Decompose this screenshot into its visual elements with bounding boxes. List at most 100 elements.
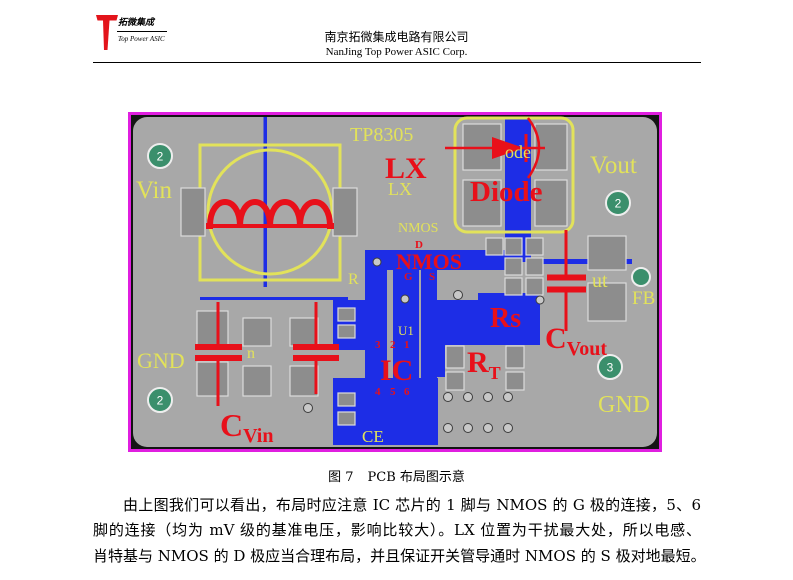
copper-rt-link — [437, 345, 445, 377]
cvin-pad — [242, 365, 272, 397]
fb-pad — [631, 267, 651, 287]
ce-silk-label: CE — [362, 427, 384, 446]
via — [503, 423, 513, 433]
cvout-annotation-sub: Vout — [567, 338, 608, 360]
test-pad — [147, 143, 173, 169]
smd-pad — [525, 237, 544, 256]
via — [372, 257, 382, 267]
ic-pin-number: 2 — [390, 339, 396, 351]
diode-annotation: Diode — [470, 176, 543, 208]
vin-silk-label: Vin — [136, 177, 172, 204]
via — [303, 403, 313, 413]
nmos-silk-label: NMOS — [398, 221, 438, 236]
logo-english-name: Top Power ASIC — [118, 35, 165, 43]
via — [483, 423, 493, 433]
nmos-source-label: S — [429, 271, 435, 283]
via — [463, 392, 473, 402]
logo-divider — [117, 31, 167, 32]
test-pad-number: 2 — [157, 150, 164, 164]
via — [503, 392, 513, 402]
figure-title: PCB 布局图示意 — [367, 470, 465, 485]
logo-t-bar — [96, 15, 118, 21]
cvout-pad — [587, 235, 627, 271]
ic-pin-number: 3 — [375, 339, 381, 351]
cvout-annotation-main: C — [545, 322, 567, 355]
test-pads: 2 2 2 3 — [147, 143, 651, 413]
vout-silk-label: Vout — [590, 152, 637, 179]
r-silk-label: R — [348, 271, 359, 288]
via — [443, 423, 453, 433]
cvin-pad — [242, 317, 272, 347]
smd-pad — [504, 277, 523, 296]
ic-annotation: IC — [380, 354, 413, 387]
diode-silk-label: ode — [505, 142, 531, 162]
pcb-layout-figure: 2 2 2 3 TP8305 LX ode Vou — [128, 112, 662, 452]
via — [535, 295, 545, 305]
diode-pad — [534, 179, 568, 227]
diode-pad — [462, 179, 502, 227]
annotation-symbols — [195, 117, 586, 406]
copper-ic-right-block — [437, 300, 482, 345]
company-logo-mark — [96, 15, 118, 50]
ic-pin-number: 6 — [404, 386, 410, 398]
logo-t-stem — [103, 20, 110, 50]
logo-chinese-name: 拓微集成 — [118, 18, 155, 28]
figure-number: 图 7 — [328, 470, 354, 485]
via — [443, 392, 453, 402]
lx-annotation: LX — [385, 152, 427, 185]
rt-annotation-sub: T — [489, 363, 501, 383]
smd-pad — [504, 237, 523, 256]
via — [483, 392, 493, 402]
cvout-annotation: CVout — [545, 322, 607, 360]
fb-silk-label: FB — [632, 288, 655, 309]
gnd-left-silk-label: GND — [137, 348, 185, 373]
cvin-annotation-main: C — [220, 407, 243, 443]
cvin-pad — [289, 317, 319, 347]
cvin-annotation: CVin — [220, 407, 274, 447]
nmos-drain-label: D — [415, 239, 423, 251]
via — [400, 294, 410, 304]
test-pad-number: 3 — [607, 361, 614, 375]
smd-pad — [337, 307, 356, 322]
cvin-pad — [196, 310, 229, 346]
test-pad-number: 2 — [157, 394, 164, 408]
trace-nmos-band — [368, 250, 508, 270]
out-silk-label: ut — [592, 270, 608, 292]
cvin-symbol-plates — [293, 344, 339, 361]
rt-annotation-main: R — [467, 346, 489, 379]
vias — [303, 257, 545, 433]
company-name-english: NanJing Top Power ASIC Corp. — [325, 46, 468, 58]
smd-pad — [485, 237, 504, 256]
chip-silk-label: TP8305 — [350, 124, 413, 146]
ic-pin-number: 1 — [404, 339, 410, 351]
figure-caption: 图 7 PCB 布局图示意 — [0, 470, 793, 486]
smd-pad — [525, 277, 544, 296]
nmos-gate-label: G — [404, 271, 413, 283]
trace-fb — [540, 259, 632, 264]
test-pad — [605, 190, 631, 216]
ic-pin-number: 5 — [390, 386, 396, 398]
test-pad — [597, 354, 623, 380]
test-pad — [147, 387, 173, 413]
paragraph-line: 脚的连接（均为 mV 级的基准电压，影响比较大）。LX 位置为干扰最大处，所以电… — [93, 521, 701, 539]
ic-pin-number: 4 — [375, 386, 381, 398]
cvin-annotation-sub: Vin — [243, 425, 273, 447]
gnd-right-silk-label: GND — [598, 392, 650, 418]
diode-outline — [453, 116, 575, 234]
nmos-annotation: NMOS — [396, 249, 462, 274]
cvout-symbol-plates — [547, 274, 586, 293]
rt-pad — [505, 345, 525, 369]
u1-silk-label: U1 — [398, 323, 414, 338]
test-pad-number: 2 — [615, 197, 622, 211]
header-rule — [93, 62, 701, 63]
diode-symbol-arrow — [492, 137, 524, 159]
pads — [180, 123, 627, 426]
partial-silk-label: n — [247, 345, 255, 362]
cvin-pad — [196, 361, 229, 397]
cvin-pad — [289, 365, 319, 397]
via — [453, 290, 463, 300]
company-name-chinese: 南京拓微集成电路有限公司 — [324, 30, 469, 44]
rt-pad — [505, 371, 525, 391]
rt-pad — [445, 345, 465, 369]
